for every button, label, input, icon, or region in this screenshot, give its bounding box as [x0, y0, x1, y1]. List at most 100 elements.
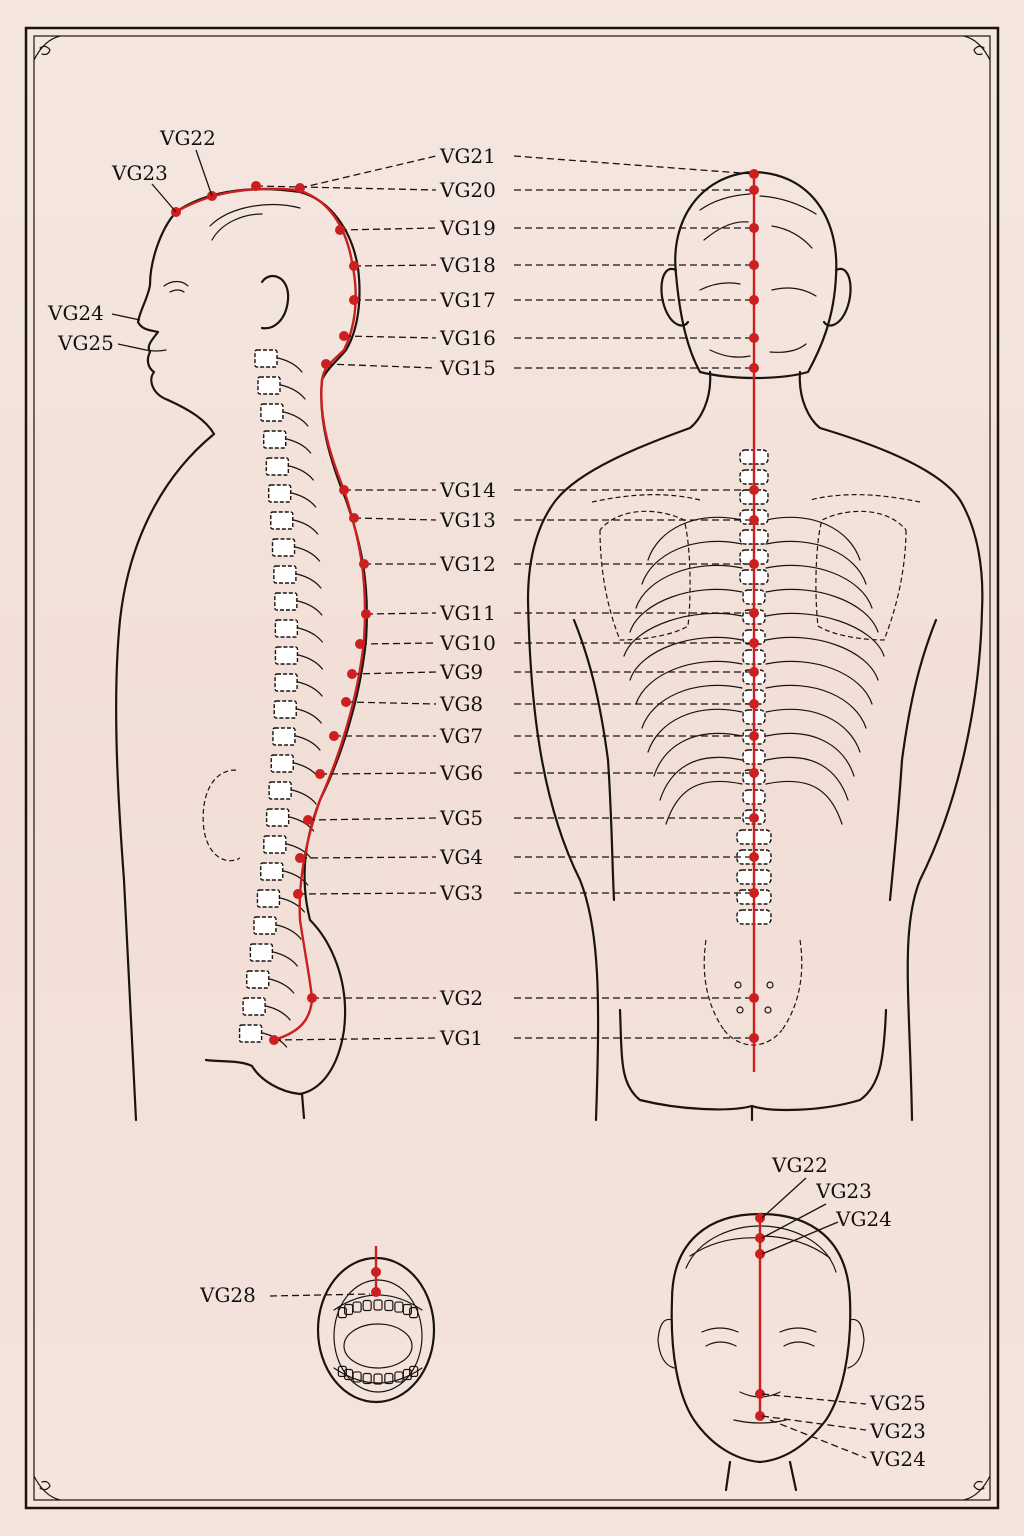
- rib-left: [641, 684, 743, 729]
- label-vg8: VG8: [439, 692, 483, 716]
- acupoint-back-vg19: [749, 223, 759, 233]
- leader-left-vg16: [343, 335, 437, 339]
- leader-left-vg6: [319, 772, 437, 775]
- acupoint-back-vg3: [749, 888, 759, 898]
- side-vertebra: [273, 700, 297, 719]
- side-vertebra: [265, 808, 290, 827]
- tooth-upper: [373, 1299, 383, 1311]
- label-vg14: VG14: [439, 478, 496, 502]
- rib-left: [647, 516, 743, 561]
- acupoint-side-vg6: [315, 769, 325, 779]
- rib-left: [635, 564, 743, 609]
- side-spinous-process: [276, 924, 302, 940]
- rib-right: [765, 684, 867, 729]
- acupoint-side-vg14: [339, 485, 349, 495]
- leader-left-vg21: [299, 155, 437, 189]
- acupoint-side-vg8: [341, 697, 351, 707]
- side-spinous-process: [297, 681, 323, 697]
- leader-left-vg11: [365, 612, 437, 615]
- acupoint-side-vg9: [347, 669, 357, 679]
- side-vertebra: [254, 349, 278, 368]
- side-vertebra: [263, 835, 287, 854]
- corner-ornament-icon: [33, 35, 991, 1501]
- acupoint-back-vg21: [749, 169, 759, 179]
- side-spine: [238, 349, 324, 1048]
- rib-right: [765, 588, 879, 633]
- side-vertebra: [249, 943, 274, 962]
- label-vg1: VG1: [439, 1026, 483, 1050]
- side-vertebra: [272, 727, 296, 746]
- page-border: [24, 26, 1000, 1510]
- back-ribs: [623, 516, 885, 825]
- side-spinous-process: [265, 1005, 291, 1021]
- acupoint-side-vg7: [329, 731, 339, 741]
- label-vg10: VG10: [439, 631, 496, 655]
- tooth-upper: [384, 1299, 394, 1312]
- acupoint-back-vg5: [749, 813, 759, 823]
- label-vg6: VG6: [439, 761, 483, 785]
- label-vg23-side: VG23: [111, 161, 168, 185]
- side-figure: [115, 188, 368, 1122]
- side-spinous-process: [296, 573, 322, 589]
- front-face-figure: VG22 VG23 VG24 VG25 VG23 VG24: [657, 1153, 926, 1492]
- acupoint-side-vg21: [295, 183, 305, 193]
- acupoint-side-vg10: [355, 639, 365, 649]
- label-vg13: VG13: [439, 508, 496, 532]
- label-vg22-side: VG22: [159, 126, 216, 150]
- acupoint-side-vg4: [295, 853, 305, 863]
- label-vg11: VG11: [439, 601, 496, 625]
- acupoint-back-vg4: [749, 852, 759, 862]
- leader-left-vg10: [359, 642, 437, 645]
- acupoint-side-vg17: [349, 295, 359, 305]
- back-figure: [526, 170, 984, 1122]
- leader-left-vg19: [339, 227, 437, 231]
- side-vertebra: [257, 376, 281, 395]
- side-vertebra: [263, 430, 287, 449]
- leader-left-vg5: [307, 817, 437, 821]
- side-spinous-process: [291, 492, 317, 508]
- side-spinous-process: [297, 654, 324, 670]
- label-vg7: VG7: [439, 724, 483, 748]
- rib-left: [647, 708, 743, 753]
- tooth-upper: [337, 1307, 347, 1319]
- acupoint-side-vg13: [349, 513, 359, 523]
- side-spinous-process: [297, 600, 323, 616]
- acupoint-back-vg7: [749, 731, 759, 741]
- label-vg25-side: VG25: [57, 331, 114, 355]
- rib-left: [653, 732, 743, 777]
- tooth-upper: [394, 1301, 404, 1313]
- rib-right: [765, 732, 855, 777]
- rib-left: [635, 660, 743, 705]
- acupoint-side-vg20: [251, 181, 261, 191]
- acupoint-back-vg1: [749, 1033, 759, 1043]
- label-vg9: VG9: [439, 660, 483, 684]
- rib-left: [665, 780, 743, 825]
- acupoint-back-vg11: [749, 608, 759, 618]
- leader-left-vg20: [255, 185, 437, 191]
- side-spinous-process: [293, 762, 319, 778]
- label-face-bottom-2: VG23: [869, 1419, 926, 1443]
- rib-right: [765, 564, 873, 609]
- tooth-lower: [402, 1368, 412, 1381]
- side-spinous-process: [297, 627, 323, 643]
- tooth-lower: [409, 1365, 419, 1377]
- side-vertebra: [265, 457, 290, 476]
- acupoint-side-vg19: [335, 225, 345, 235]
- label-vg12: VG12: [439, 552, 496, 576]
- side-spinous-process: [293, 519, 319, 535]
- rib-left: [629, 588, 743, 633]
- tooth-upper: [362, 1299, 372, 1312]
- side-spinous-process: [283, 411, 309, 427]
- acupoint-back-vg16: [749, 333, 759, 343]
- label-vg5: VG5: [439, 806, 483, 830]
- label-vg19: VG19: [439, 216, 496, 240]
- acupoint-back-vg10: [749, 638, 759, 648]
- rib-left: [623, 612, 743, 657]
- acupoint-face-lower: [755, 1411, 765, 1421]
- acupoint-side-vg16: [339, 331, 349, 341]
- side-vertebra: [260, 862, 284, 881]
- label-vg4: VG4: [439, 845, 483, 869]
- label-vg18: VG18: [439, 253, 496, 277]
